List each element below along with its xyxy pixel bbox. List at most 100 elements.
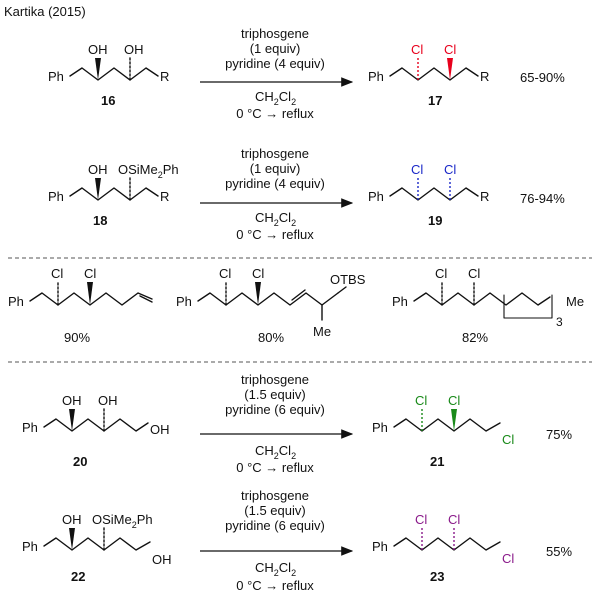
equiv-label: (1 equiv): [250, 41, 301, 56]
chlorine-label: Cl: [219, 266, 231, 281]
chlorine-label: Cl: [252, 266, 264, 281]
hydroxyl-label: OH: [124, 42, 144, 57]
carbon-chain: [393, 418, 501, 432]
silyl-ether-label: OSiMe2Ph: [92, 512, 153, 530]
phenyl-label: Ph: [22, 420, 38, 435]
carbon-chain: [43, 418, 149, 432]
base-label: pyridine (6 equiv): [225, 518, 325, 533]
reaction-2: Ph OH OSiMe2Ph R 18 triphosgene (1 equiv…: [48, 146, 565, 242]
compound-20: Ph OH OH OH 20: [22, 393, 170, 469]
carbon-chain: [69, 67, 159, 81]
wedge-bond: [87, 282, 93, 305]
solvent-label: CH2Cl2: [255, 89, 296, 107]
carbon-chain: [43, 537, 151, 551]
hydroxyl-label: OH: [98, 393, 118, 408]
methyl-label: Me: [313, 324, 331, 339]
phenyl-label: Ph: [372, 539, 388, 554]
double-bond: [139, 295, 153, 303]
phenyl-label: Ph: [48, 69, 64, 84]
methyl-label: Me: [566, 294, 584, 309]
yield-label: 76-94%: [520, 191, 565, 206]
repeat-bracket: [503, 294, 553, 319]
equiv-label: (1.5 equiv): [244, 387, 305, 402]
phenyl-label: Ph: [368, 189, 384, 204]
compound-19: Ph Cl Cl R 19: [368, 162, 489, 228]
equiv-label: (1 equiv): [250, 161, 301, 176]
temperature-label: 0 °C → reflux: [236, 106, 314, 121]
wedge-bond: [451, 409, 457, 431]
chlorine-label: Cl: [444, 42, 456, 57]
hydroxyl-label: OH: [152, 552, 172, 567]
chlorine-label: Cl: [51, 266, 63, 281]
yield-label: 55%: [546, 544, 572, 559]
phenyl-label: Ph: [176, 294, 192, 309]
r-group-label: R: [480, 69, 489, 84]
chlorine-label: Cl: [448, 393, 460, 408]
carbon-chain: [393, 537, 501, 551]
phenyl-label: Ph: [372, 420, 388, 435]
r-group-label: R: [480, 189, 489, 204]
yield-label: 90%: [64, 330, 90, 345]
chlorine-label: Cl: [411, 162, 423, 177]
compound-22: Ph OH OSiMe2Ph OH 22: [22, 512, 172, 584]
chlorine-label: Cl: [448, 512, 460, 527]
compound-number: 19: [428, 213, 442, 228]
reagent-label: triphosgene: [241, 26, 309, 41]
compound-number: 20: [73, 454, 87, 469]
chlorine-label: Cl: [502, 551, 514, 566]
reagent-label: triphosgene: [241, 488, 309, 503]
reagent-label: triphosgene: [241, 372, 309, 387]
carbon-chain: [389, 187, 479, 201]
compound-number: 18: [93, 213, 107, 228]
example-1: Ph Cl Cl 90%: [8, 266, 153, 345]
example-products: Ph Cl Cl 90% Ph Cl Cl OTBS Me 80% Ph: [8, 266, 584, 345]
hydroxyl-label: OH: [62, 393, 82, 408]
chlorine-label: Cl: [502, 432, 514, 447]
compound-number: 16: [101, 93, 115, 108]
compound-17: Ph Cl Cl R 17: [368, 42, 489, 108]
compound-18: Ph OH OSiMe2Ph R 18: [48, 162, 179, 228]
example-3: Ph Cl Cl 3 Me 82%: [392, 266, 584, 345]
oxygen-bond: [337, 286, 347, 294]
chlorine-label: Cl: [415, 512, 427, 527]
reaction-4: Ph OH OSiMe2Ph OH 22 triphosgene (1.5 eq…: [22, 488, 572, 593]
chlorine-label: Cl: [415, 393, 427, 408]
chlorine-label: Cl: [468, 266, 480, 281]
carbon-chain: [413, 292, 551, 306]
equiv-label: (1.5 equiv): [244, 503, 305, 518]
solvent-label: CH2Cl2: [255, 443, 296, 461]
compound-number: 17: [428, 93, 442, 108]
silyl-ether-label: OSiMe2Ph: [118, 162, 179, 180]
wedge-bond: [255, 282, 261, 305]
yield-label: 80%: [258, 330, 284, 345]
r-group-label: R: [160, 189, 169, 204]
example-2: Ph Cl Cl OTBS Me 80%: [176, 266, 366, 345]
phenyl-label: Ph: [22, 539, 38, 554]
hydroxyl-label: OH: [88, 42, 108, 57]
compound-23: Ph Cl Cl Cl 23: [372, 512, 514, 584]
base-label: pyridine (6 equiv): [225, 402, 325, 417]
hydroxyl-label: OH: [62, 512, 82, 527]
chlorine-label: Cl: [411, 42, 423, 57]
compound-21: Ph Cl Cl Cl 21: [372, 393, 514, 469]
wedge-bond: [447, 58, 453, 80]
yield-label: 65-90%: [520, 70, 565, 85]
reagent-label: triphosgene: [241, 146, 309, 161]
yield-label: 82%: [462, 330, 488, 345]
phenyl-label: Ph: [392, 294, 408, 309]
compound-number: 21: [430, 454, 444, 469]
temperature-label: 0 °C → reflux: [236, 578, 314, 593]
phenyl-label: Ph: [368, 69, 384, 84]
wedge-bond: [69, 528, 75, 550]
chlorine-label: Cl: [435, 266, 447, 281]
carbon-chain: [197, 292, 339, 306]
citation-title: Kartika (2015): [4, 4, 86, 19]
reaction-3: Ph OH OH OH 20 triphosgene (1.5 equiv) p…: [22, 372, 572, 475]
yield-label: 75%: [546, 427, 572, 442]
wedge-bond: [69, 409, 75, 431]
temperature-label: 0 °C → reflux: [236, 227, 314, 242]
chlorine-label: Cl: [444, 162, 456, 177]
solvent-label: CH2Cl2: [255, 560, 296, 578]
base-label: pyridine (4 equiv): [225, 176, 325, 191]
